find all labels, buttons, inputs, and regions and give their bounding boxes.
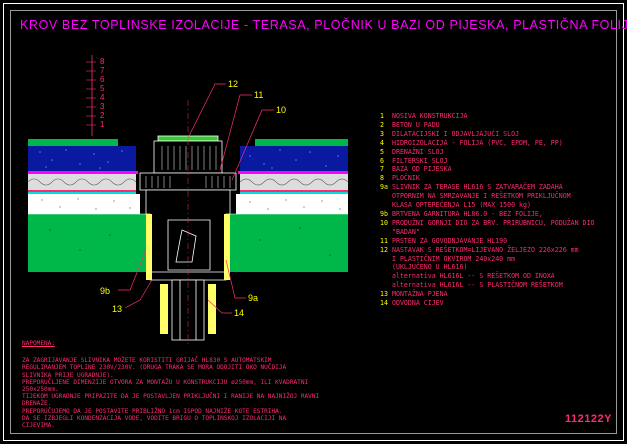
legend-number: 9b: [380, 209, 388, 218]
note-item: ZA ZAGRIJAVANJE SLIVNIKA MOŽETE KORISTIT…: [22, 357, 287, 379]
legend-number: 1: [380, 112, 384, 120]
legend-item: 9a SLIVNIK ZA TERASE HL616 S ZATVARAČEM Z…: [380, 183, 620, 210]
scale-num: 5: [100, 84, 105, 93]
legend-number: 2: [380, 120, 384, 129]
legend-text: MONTAŽNA PJENA: [392, 290, 448, 299]
legend-number: 13: [380, 290, 388, 299]
legend-text: DILATACIJSKI I ODJAVLJAJUĆI SLOJ: [392, 129, 520, 138]
waterproofing-left: [28, 190, 136, 192]
screed-right: [236, 194, 348, 214]
drain-assembly: [139, 100, 237, 345]
legend-number: 8: [380, 174, 384, 183]
legend-item: 7 BAZA OD PIJESKA: [380, 165, 620, 174]
callout-leaders: [118, 83, 274, 314]
drainage-layer-right: [240, 174, 348, 190]
screed-left: [28, 194, 140, 214]
frame-border: [3, 3, 624, 441]
legend-item: 2 BETON U PADU: [380, 121, 620, 130]
inner-border: [10, 10, 617, 434]
legend-item: 9b BRTVENA GARNITURA HL86.0 - BEZ FOLIJE,: [380, 210, 620, 219]
legend-text: PLOČNIK: [392, 174, 420, 183]
scale-num: 7: [100, 66, 105, 75]
legend-item: 1 NOSIVA KONSTRUKCIJA: [380, 112, 620, 121]
scale-num: 8: [100, 57, 105, 66]
callout-9a: 9a: [248, 293, 258, 303]
scale-num: 6: [100, 75, 105, 84]
drawing-code: 112122Y: [565, 413, 612, 425]
legend-item: 4 HIDROIZOLACIJA - FOLIJA (PVC, EPDM, PE,…: [380, 139, 620, 148]
separation-layer-right: [240, 192, 348, 194]
legend-item: 10 PRODUŽNI GORNJI DIO ZA BRV. PRIRUBNICU…: [380, 219, 620, 237]
legend-text: BRTVENA GARNITURA HL86.0 - BEZ FOLIJE,: [392, 209, 543, 218]
callout-12: 12: [228, 79, 238, 89]
sand-base-left: [28, 146, 136, 171]
screed-dots: [41, 198, 341, 210]
scale-num: 4: [100, 93, 105, 102]
structural-slab-right: [224, 214, 348, 272]
roof-section: [27, 139, 349, 272]
legend-text: PRSTEN ZA GOVODNJAVANJE HL190: [392, 236, 508, 245]
legend-text: ODVODNA CIJEV: [392, 299, 444, 308]
note-item: PREPORUČLJENE DIMENZIJE OTVORA ZA MONTAŽ…: [22, 378, 309, 394]
callout-11: 11: [254, 90, 263, 100]
legend-number: 10: [380, 218, 388, 227]
legend-number: 3: [380, 129, 384, 138]
legend-number: 4: [380, 138, 384, 147]
sand-dots: [39, 149, 339, 169]
drainage-layer-left: [28, 174, 136, 190]
callout-10: 10: [276, 105, 286, 115]
legend-text: HIDROIZOLACIJA - FOLIJA (PVC, EPDM, PE, …: [392, 138, 563, 147]
legend-item: 5 DRENAŽNI SLOJ: [380, 148, 620, 157]
legend-number: 6: [380, 156, 384, 165]
paving-layer-left: [28, 139, 118, 146]
filter-layer-right: [238, 171, 348, 174]
scale-num: 3: [100, 102, 105, 111]
legend-item: 8 PLOČNIK: [380, 174, 620, 183]
separation-layer-left: [28, 192, 136, 194]
waterproofing-right: [240, 190, 348, 192]
legend-number: 12: [380, 245, 388, 254]
legend-text: BETON U PADU: [392, 120, 440, 129]
legend-text: DRENAŽNI SLOJ: [392, 147, 444, 156]
legend-item: 6 FILTERSKI SLOJ: [380, 157, 620, 166]
legend-item: 11 PRSTEN ZA GOVODNJAVANJE HL190: [380, 237, 620, 246]
scale-num: 2: [100, 111, 105, 120]
callout-14: 14: [234, 308, 244, 318]
filter-layer-left: [28, 171, 138, 174]
legend-number: 9a: [380, 183, 388, 192]
legend-list: 1 NOSIVA KONSTRUKCIJA 2 BETON U PADU 3 DILATA…: [380, 112, 620, 308]
sand-base-right: [240, 146, 348, 171]
legend-number: 14: [380, 299, 388, 308]
callout-9b: 9b: [100, 286, 110, 296]
legend-number: 7: [380, 165, 384, 174]
legend-item: 14 ODVODNA CIJEV: [380, 299, 620, 308]
notes-block: NAPOMENA: ZA ZAGRIJAVANJE SLIVNIKA MOŽET…: [22, 340, 332, 429]
legend-text: PRODUŽNI GORNJI DIO ZA BRV. PRIRUBNICU, …: [392, 218, 595, 236]
drawing-title: KROV BEZ TOPLINSKE IZOLACIJE - TERASA, P…: [20, 18, 627, 32]
callout-labels: 12 11 10 9b 13 9a 14: [100, 79, 286, 318]
legend-item: 3 DILATACIJSKI I ODJAVLJAJUĆI SLOJ: [380, 130, 620, 139]
scale-num: 1: [100, 120, 105, 129]
callout-13: 13: [112, 304, 122, 314]
foam-right: [224, 214, 230, 280]
legend-text: FILTERSKI SLOJ: [392, 156, 448, 165]
legend-text: NASTAVAK S REŠETKOM=LIJEVANO ŽELJEZO 226…: [392, 245, 579, 290]
legend-number: 11: [380, 236, 388, 245]
paving-layer-right: [255, 139, 348, 146]
note-item: TIJEKOM UGRADNJE PRIPAZITE DA JE POSTAVL…: [22, 393, 320, 430]
foam-left: [146, 214, 152, 280]
legend-item: 13 MONTAŽNA PJENA: [380, 290, 620, 299]
layer-scale: 8 7 6 5 4 3 2 1: [86, 55, 105, 136]
legend-text: NOSIVA KONSTRUKCIJA: [392, 112, 468, 120]
legend-text: BAZA OD PIJESKA: [392, 165, 452, 174]
legend-text: SLIVNIK ZA TERASE HL616 S ZATVARAČEM ZAD…: [392, 183, 571, 210]
legend-number: 5: [380, 147, 384, 156]
legend-item: 12 NASTAVAK S REŠETKOM=LIJEVANO ŽELJEZO 2…: [380, 246, 620, 291]
structural-slab-left: [28, 214, 146, 272]
notes-heading: NAPOMENA:: [22, 340, 56, 347]
